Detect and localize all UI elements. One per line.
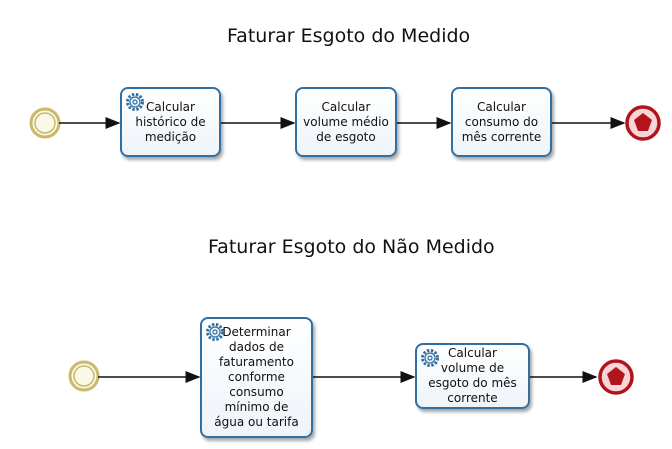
task-calcular-volume-medio-de-esgoto[interactable]: Calcular volume médio de esgoto xyxy=(295,87,397,157)
diagram-1-title: Faturar Esgoto do Medido xyxy=(227,25,471,47)
gear-icon xyxy=(126,93,144,111)
task-determinar-dados-de-faturamento[interactable]: Determinar dados de faturamento conforme… xyxy=(200,317,313,438)
task-label: Calcular volume médio de esgoto xyxy=(303,99,389,144)
task-label: Calcular histórico de medição xyxy=(135,99,206,144)
end-event-1 xyxy=(625,105,661,141)
gear-icon xyxy=(206,323,224,341)
start-event-1 xyxy=(29,107,61,139)
end-event-2 xyxy=(598,359,634,395)
start-event-2 xyxy=(68,360,100,392)
task-calcular-historico-de-medicao[interactable]: Calcular histórico de medição xyxy=(120,87,221,157)
diagram-2-title: Faturar Esgoto do Não Medido xyxy=(208,236,495,258)
task-calcular-volume-de-esgoto-do-mes-corrente[interactable]: Calcular volume de esgoto do mês corrent… xyxy=(415,343,530,409)
task-label: Determinar dados de faturamento conforme… xyxy=(214,325,299,429)
task-label: Calcular volume de esgoto do mês corrent… xyxy=(428,346,517,405)
task-label: Calcular consumo do mês corrente xyxy=(461,99,542,144)
gear-icon xyxy=(421,349,439,367)
task-calcular-consumo-do-mes-corrente[interactable]: Calcular consumo do mês corrente xyxy=(451,87,552,157)
